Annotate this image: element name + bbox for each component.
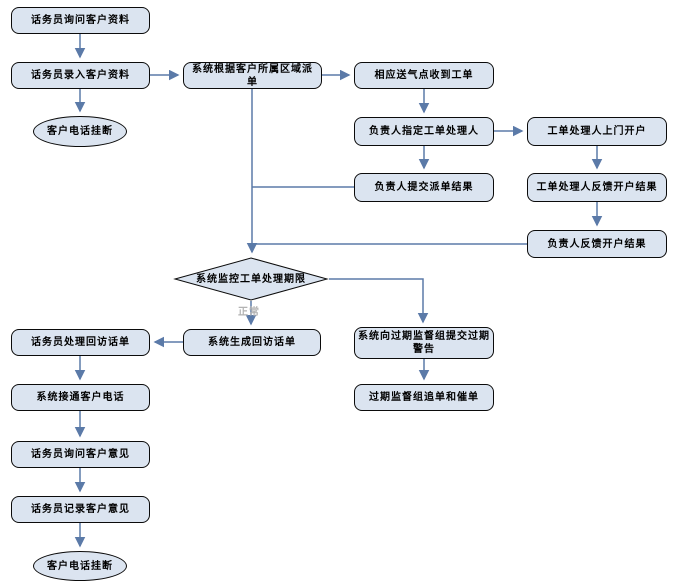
- flow-node-generate-callback-ticket: 系统生成回访话单: [183, 329, 321, 356]
- flow-node-record-customer-opinion: 话务员记录客户意见: [11, 496, 150, 523]
- flow-node-handle-callback-ticket: 话务员处理回访话单: [11, 329, 150, 356]
- flow-node-submit-dispatch-result: 负责人提交派单结果: [354, 173, 494, 202]
- flow-node-monitor-order-deadline: 系统监控工单处理期限: [173, 257, 329, 301]
- flow-node-ask-customer-opinion: 话务员询问客户意见: [11, 441, 150, 468]
- flow-node-gas-station-receive-order: 相应送气点收到工单: [354, 62, 494, 89]
- node-label: 系统接通客户电话: [36, 392, 125, 403]
- decision-diamond-shape: [173, 257, 329, 301]
- node-label: 负责人提交派单结果: [374, 182, 474, 193]
- edge-label-normal: 正常: [238, 307, 260, 318]
- flow-node-submit-overdue-warning: 系统向过期监督组提交过期警告: [354, 327, 494, 359]
- flow-node-overdue-group-chase-order: 过期监督组追单和催单: [354, 384, 494, 411]
- flow-node-enter-customer-info: 话务员录入客户资料: [11, 62, 150, 89]
- node-label: 话务员询问客户资料: [31, 15, 130, 26]
- node-label: 系统根据客户所属区域派单: [192, 63, 313, 88]
- node-label: 负责人指定工单处理人: [369, 126, 479, 137]
- node-label: 系统监控工单处理期限: [196, 273, 306, 285]
- node-label: 过期监督组追单和催单: [369, 392, 479, 403]
- flow-node-assign-order-handler: 负责人指定工单处理人: [354, 117, 494, 146]
- node-label: 系统向过期监督组提交过期警告: [358, 331, 490, 355]
- flow-node-system-dispatch-by-region: 系统根据客户所属区域派单: [183, 62, 322, 89]
- flow-node-handler-feedback-result: 工单处理人反馈开户结果: [527, 173, 667, 202]
- node-label: 话务员录入客户资料: [31, 70, 130, 81]
- flow-node-manager-feedback-result: 负责人反馈开户结果: [527, 230, 667, 258]
- node-label: 工单处理人上门开户: [547, 126, 647, 137]
- flow-node-connect-customer-phone: 系统接通客户电话: [11, 384, 150, 411]
- node-label: 负责人反馈开户结果: [547, 238, 647, 250]
- node-label: 相应送气点收到工单: [374, 70, 474, 81]
- node-label: 话务员处理回访话单: [31, 337, 130, 348]
- flow-arrows: [74, 34, 603, 548]
- flow-node-hangup-bottom: 客户电话挂断: [33, 551, 127, 581]
- flow-node-handler-onsite-open-account: 工单处理人上门开户: [527, 117, 667, 146]
- flow-node-hangup-top: 客户电话挂断: [33, 116, 127, 147]
- node-label: 话务员记录客户意见: [31, 504, 130, 515]
- flow-node-ask-customer-info: 话务员询问客户资料: [11, 7, 150, 34]
- node-label: 系统生成回访话单: [208, 337, 296, 348]
- node-label: 工单处理人反馈开户结果: [536, 182, 658, 193]
- node-label: 客户电话挂断: [47, 560, 113, 572]
- node-label: 客户电话挂断: [47, 126, 113, 137]
- node-label: 话务员询问客户意见: [31, 449, 130, 460]
